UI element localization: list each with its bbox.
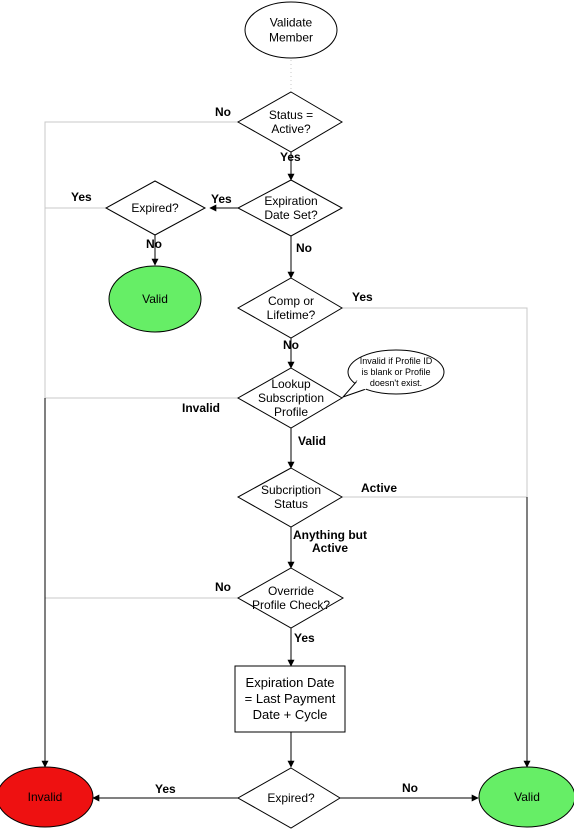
- node-expired-bottom: Expired?: [236, 767, 341, 829]
- text-line: Expiration: [264, 194, 317, 208]
- label-sub-active: Active: [361, 481, 397, 495]
- text-line: is blank or Profile: [361, 367, 430, 377]
- text-line: Status =: [269, 108, 313, 122]
- text-line: Status: [274, 497, 308, 511]
- text-line: Valid: [514, 790, 540, 804]
- text-line: Expiration Date: [246, 675, 335, 690]
- text-line: Active: [312, 541, 348, 555]
- text-line: Expired?: [267, 791, 315, 805]
- label-comp-yes: Yes: [352, 290, 373, 304]
- text-line: Anything but: [293, 528, 367, 542]
- text-line: Subscription: [258, 391, 324, 405]
- label-expired-bottom-yes: Yes: [155, 782, 176, 796]
- text-line: Invalid: [28, 790, 63, 804]
- label-expired-top-yes: Yes: [71, 190, 92, 204]
- label-expired-top-no: No: [146, 237, 162, 251]
- edge-labels: No Yes Yes No Yes No Yes No Invalid Vali…: [71, 105, 418, 796]
- text-line: = Last Payment: [245, 691, 336, 706]
- text-line: Lifetime?: [267, 308, 316, 322]
- text-line: doesn't exist.: [370, 378, 422, 388]
- expired-top-text: Expired?: [131, 201, 179, 215]
- invalid-final-text: Invalid: [28, 790, 63, 804]
- node-expired-top: Expired?: [104, 180, 207, 236]
- label-status-no: No: [215, 105, 231, 119]
- valid-final-text: Valid: [514, 790, 540, 804]
- label-override-no: No: [215, 580, 231, 594]
- node-invalid-final: Invalid: [0, 766, 94, 828]
- text-line: Lookup: [271, 377, 311, 391]
- connectors: [41, 152, 531, 802]
- text-line: Profile: [274, 405, 308, 419]
- status-active-text: Status =Active?: [269, 108, 313, 136]
- text-line: Profile Check?: [252, 598, 330, 612]
- node-valid-top: Valid: [108, 265, 202, 333]
- text-line: Invalid if Profile ID: [360, 356, 433, 366]
- node-valid-final: Valid: [478, 766, 574, 828]
- label-exp-set-yes: Yes: [211, 192, 232, 206]
- label-lookup-invalid: Invalid: [182, 401, 220, 415]
- valid-top-text: Valid: [142, 292, 168, 306]
- text-line: Valid: [142, 292, 168, 306]
- label-expired-bottom-no: No: [402, 781, 418, 795]
- label-exp-set-no: No: [296, 241, 312, 255]
- label-lookup-valid: Valid: [298, 434, 326, 448]
- label-override-yes: Yes: [294, 631, 315, 645]
- text-line: Active?: [271, 122, 311, 136]
- guide-lines: [44, 60, 528, 599]
- label-comp-no: No: [283, 338, 299, 352]
- text-line: Override: [268, 584, 314, 598]
- text-line: Subcription: [261, 483, 321, 497]
- text-line: Validate: [270, 16, 313, 30]
- expired-bottom-text: Expired?: [267, 791, 315, 805]
- text-line: Date Set?: [264, 208, 318, 222]
- text-line: Expired?: [131, 201, 179, 215]
- text-line: Comp or: [268, 294, 314, 308]
- text-line: Date + Cycle: [253, 707, 328, 722]
- label-status-yes: Yes: [280, 150, 301, 164]
- node-status-active: Status =Active?: [236, 91, 343, 153]
- text-line: Member: [269, 31, 313, 45]
